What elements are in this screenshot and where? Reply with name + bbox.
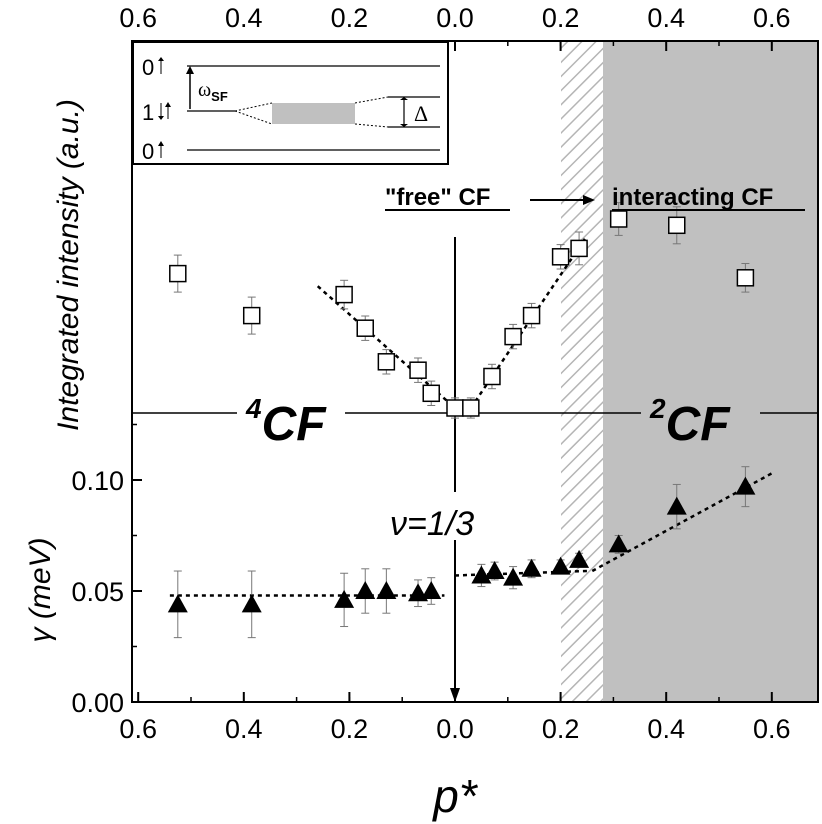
y-tick-label: 0.05 (71, 577, 124, 607)
x-tick-label-bottom: 0.2 (542, 714, 580, 744)
intensity-point (736, 269, 755, 287)
transition-arrowhead (583, 195, 595, 205)
gamma-point (666, 496, 687, 515)
gamma-point (735, 476, 756, 495)
x-tick-label-bottom: 0.0 (436, 714, 474, 744)
x-tick-label-bottom: 0.6 (753, 714, 791, 744)
intensity-point (446, 399, 464, 417)
intensity-point (169, 264, 187, 283)
interacting-cf-label: interacting CF (612, 184, 773, 211)
x-axis-title: p* (431, 770, 479, 822)
gamma-point (421, 581, 442, 599)
gamma-point (484, 561, 505, 580)
x-tick-label-top: 0.2 (542, 3, 580, 33)
y-axis-title-intensity: Integrated intensity (a.u.) (52, 99, 85, 431)
intensity-point (609, 210, 628, 228)
intensity-point (504, 327, 522, 346)
intensity-point (570, 239, 588, 258)
cf2-label: 2CF (649, 393, 731, 451)
intensity-point (242, 306, 261, 325)
gamma-point (241, 594, 262, 613)
intensity-point (422, 384, 440, 403)
gamma-guide-line (454, 569, 588, 577)
x-axis-top-ticks: 0.6 0.4 0.2 0.0 0.2 0.4 0.6 (119, 3, 791, 51)
gamma-point (503, 567, 524, 586)
x-tick-label-top: 0.6 (753, 3, 791, 33)
gamma-point (334, 589, 355, 608)
gamma-point (376, 581, 397, 599)
gamma-point (167, 594, 188, 613)
intensity-point (409, 361, 427, 379)
intensity-point (483, 367, 501, 386)
gamma-point (608, 534, 629, 553)
svg-text:ωSF: ωSF (198, 79, 228, 104)
intensity-point (377, 353, 396, 371)
x-tick-label-top: 0.4 (647, 3, 685, 33)
x-tick-label-top: 0.0 (436, 3, 474, 33)
y-tick-label: 0.10 (71, 466, 124, 496)
intensity-point (668, 216, 686, 235)
x-tick-label-bottom: 0.6 (119, 714, 157, 744)
svg-text:1: 1 (142, 100, 154, 125)
x-tick-label-bottom: 0.4 (225, 714, 263, 744)
gamma-point (521, 558, 542, 577)
gamma-point (355, 581, 376, 599)
cf4-label: 4CF (245, 393, 327, 451)
svg-text:0: 0 (142, 55, 154, 80)
x-tick-label-top: 0.6 (119, 3, 157, 33)
intensity-data-points (169, 202, 755, 419)
x-tick-label-top: 0.4 (225, 3, 263, 33)
y-axis-title-gamma: γ (meV) (24, 538, 57, 643)
intensity-point (551, 248, 570, 266)
intensity-point (462, 399, 480, 417)
x-axis-bottom-ticks: 0.6 0.4 0.2 0.0 0.2 0.4 0.6 (119, 692, 791, 744)
intensity-point (522, 306, 541, 325)
svg-text:0: 0 (142, 139, 154, 164)
y-tick-label: 0.00 (71, 688, 124, 718)
x-tick-label-top: 0.2 (331, 3, 369, 33)
x-tick-label-bottom: 0.2 (331, 714, 369, 744)
energy-level-inset: Δ ωSF 0 1 0 (132, 41, 449, 165)
plot-frame (131, 40, 819, 703)
intensity-point (335, 285, 353, 304)
y-axis-gamma-ticks: 0.00 0.05 0.10 (71, 423, 142, 718)
filling-factor-label: ν=1/3 (390, 505, 474, 543)
gamma-point (550, 556, 571, 575)
svg-text:Δ: Δ (414, 101, 428, 126)
gamma-point (569, 549, 590, 568)
x-tick-label-bottom: 0.4 (647, 714, 685, 744)
gamma-data-points (167, 466, 756, 639)
interacting-cf-shaded-region (603, 41, 818, 702)
free-cf-label: "free" CF (385, 184, 490, 211)
hatched-transition-region (561, 41, 603, 702)
intensity-point (356, 319, 374, 337)
